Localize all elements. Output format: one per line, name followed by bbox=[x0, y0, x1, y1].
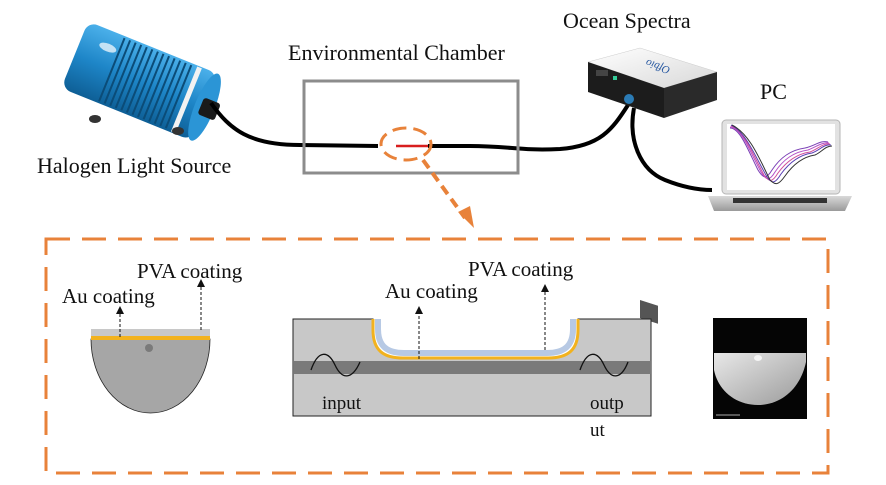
fiber-core-side bbox=[294, 361, 651, 374]
d-fiber-cross-section bbox=[90, 329, 211, 414]
callout-arrowhead bbox=[458, 206, 474, 228]
output-wave-icon bbox=[579, 353, 629, 377]
output-fiber bbox=[428, 103, 630, 152]
callout-arrow bbox=[421, 158, 467, 220]
input-label: input bbox=[322, 393, 362, 414]
spectrometer-label: Ocean Spectra bbox=[563, 8, 691, 33]
output-label-line1: outp bbox=[590, 393, 624, 414]
side-au-label: Au coating bbox=[385, 279, 478, 303]
chamber-label: Environmental Chamber bbox=[288, 40, 506, 65]
light-source-label: Halogen Light Source bbox=[37, 153, 231, 178]
au-layer bbox=[91, 336, 210, 340]
halogen-light-source-icon bbox=[64, 24, 221, 141]
input-wave-icon bbox=[310, 353, 361, 377]
output-label-line2: ut bbox=[590, 420, 606, 441]
d-fiber-side-view bbox=[292, 318, 652, 417]
pva-layer bbox=[91, 329, 210, 337]
spectrometer-icon: Ofbio bbox=[587, 47, 718, 324]
pva-layer-side bbox=[375, 319, 576, 356]
side-pva-label: PVA coating bbox=[468, 257, 574, 281]
cs-pva-label: PVA coating bbox=[137, 259, 243, 283]
fiber-core bbox=[145, 344, 153, 352]
laptop-icon bbox=[708, 119, 852, 211]
pc-label: PC bbox=[760, 79, 787, 104]
callout-ellipse bbox=[379, 126, 433, 162]
usb-cable bbox=[630, 107, 713, 192]
cs-au-label: Au coating bbox=[62, 284, 155, 308]
sem-micrograph bbox=[713, 318, 807, 419]
fiber-body bbox=[90, 338, 211, 414]
au-layer-side bbox=[371, 319, 580, 360]
environmental-chamber bbox=[302, 79, 520, 175]
input-fiber bbox=[209, 101, 379, 148]
detail-callout-box bbox=[44, 237, 830, 475]
